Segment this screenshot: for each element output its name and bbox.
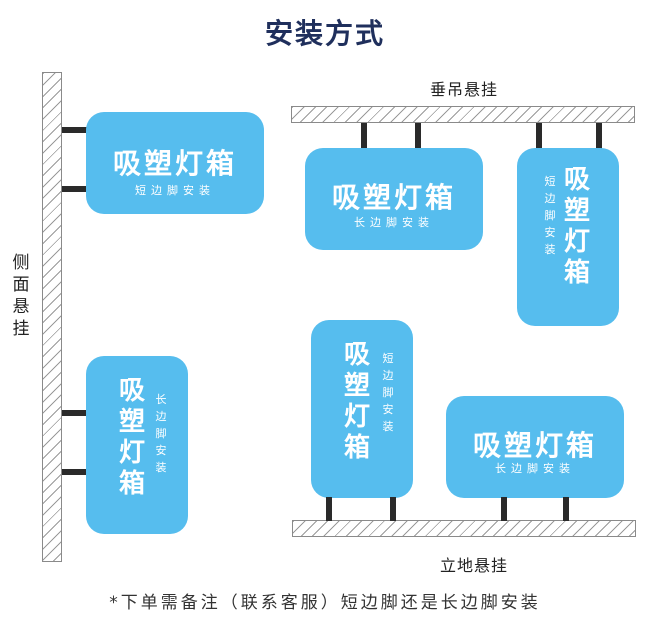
lightbox-stand-left: 吸塑灯箱 短边脚安装 [311,320,413,498]
lightbox-side-top: 吸塑灯箱 短边脚安装 [86,112,264,214]
lightbox-subtitle: 短边脚安装 [382,352,394,433]
bracket [501,497,507,521]
lightbox-title: 吸塑灯箱 [472,429,597,462]
bracket [62,186,88,192]
lightbox-side-bottom: 吸塑灯箱 长边脚安装 [86,356,188,534]
bracket [563,497,569,521]
lightbox-subtitle: 短边脚安装 [544,175,556,256]
lightbox-subtitle: 长边脚安装 [495,462,575,475]
bracket [62,469,88,475]
ceiling-hatch [291,106,635,123]
wall-hatch [42,72,62,562]
lightbox-stand-right: 吸塑灯箱 长边脚安装 [446,396,624,498]
lightbox-hang-right: 短边脚安装 吸塑灯箱 [517,148,619,326]
lightbox-title: 吸塑灯箱 [118,376,145,499]
bracket [62,127,88,133]
floor-hatch [292,520,636,537]
lightbox-subtitle: 长边脚安装 [155,393,167,474]
lightbox-subtitle: 长边脚安装 [354,216,434,229]
bracket [536,123,542,151]
side-mount-label: 侧面悬挂 [12,253,30,339]
footer-note: *下单需备注（联系客服）短边脚还是长边脚安装 [109,593,541,613]
lightbox-title: 吸塑灯箱 [112,147,237,180]
lightbox-hang-left: 吸塑灯箱 长边脚安装 [305,148,483,250]
lightbox-title: 吸塑灯箱 [331,181,456,214]
lightbox-subtitle: 短边脚安装 [135,184,215,197]
page-title: 安装方式 [264,17,385,50]
bracket [390,497,396,521]
standing-mount-label: 立地悬挂 [440,556,509,575]
bracket [596,123,602,151]
lightbox-title: 吸塑灯箱 [343,340,370,463]
bracket [415,123,421,151]
bracket [62,410,88,416]
bracket [361,123,367,151]
hanging-mount-label: 垂吊悬挂 [430,80,499,99]
lightbox-title: 吸塑灯箱 [563,165,590,288]
bracket [326,497,332,521]
